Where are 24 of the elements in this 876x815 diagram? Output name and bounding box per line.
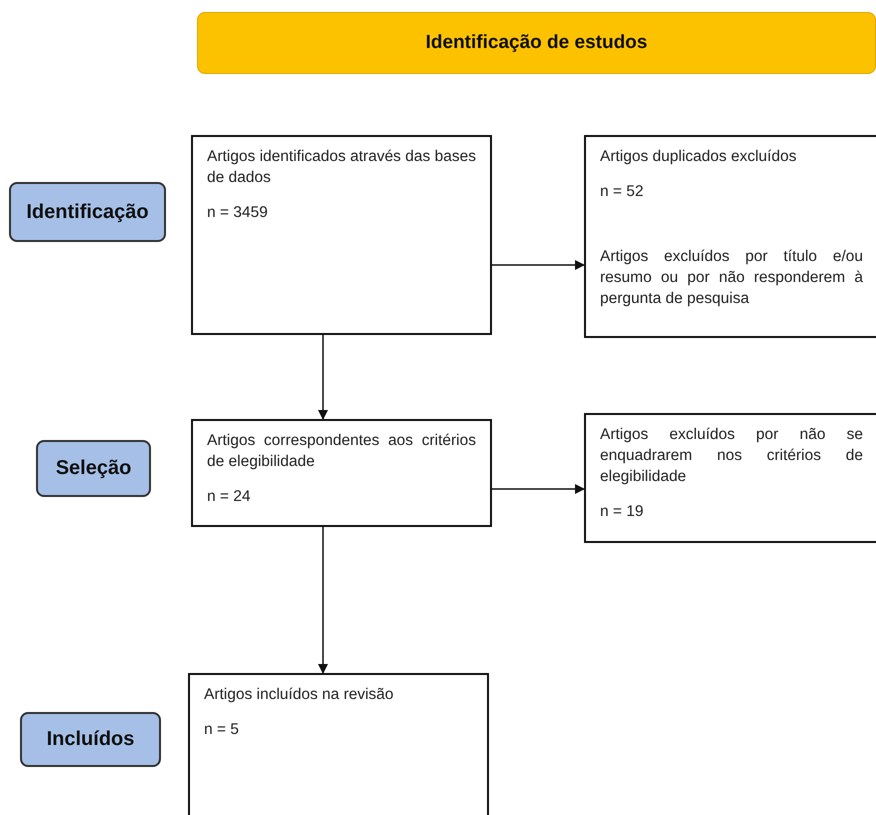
- count-text: n = 3459: [207, 202, 269, 223]
- title-banner: Identificação de estudos: [197, 12, 876, 74]
- process-box: [584, 135, 876, 338]
- count-text: n = 5: [204, 720, 240, 740]
- process-box: [188, 673, 489, 815]
- arrow: [318, 527, 328, 674]
- count-text: n = 19: [600, 502, 645, 522]
- stage-label: Seleção: [36, 440, 151, 497]
- stage-label: Identificação: [9, 182, 166, 242]
- arrow: [492, 260, 585, 270]
- box-text: Artigos correspondentes aos critérios de elegibilidade: [207, 431, 476, 472]
- box-text: Artigos excluídos por não se enquadrarem nos critérios de elegibilidade: [600, 425, 863, 487]
- box-text: Artigos excluídos por título e/ou resumo ou por não responderem à pergunta de pesquisa: [600, 246, 863, 309]
- process-box: [191, 135, 492, 335]
- stage-label: Incluídos: [20, 712, 161, 767]
- box-text: Artigos duplicados excluídos: [600, 147, 798, 167]
- box-text: Artigos identificados através das bases de dados: [207, 147, 476, 188]
- box-text: Artigos incluídos na revisão: [204, 685, 395, 705]
- arrow: [492, 484, 585, 494]
- arrow: [318, 335, 328, 420]
- process-box: [584, 413, 876, 543]
- process-box: [191, 419, 492, 527]
- count-text: n = 24: [207, 486, 252, 507]
- count-text: n = 52: [600, 182, 645, 202]
